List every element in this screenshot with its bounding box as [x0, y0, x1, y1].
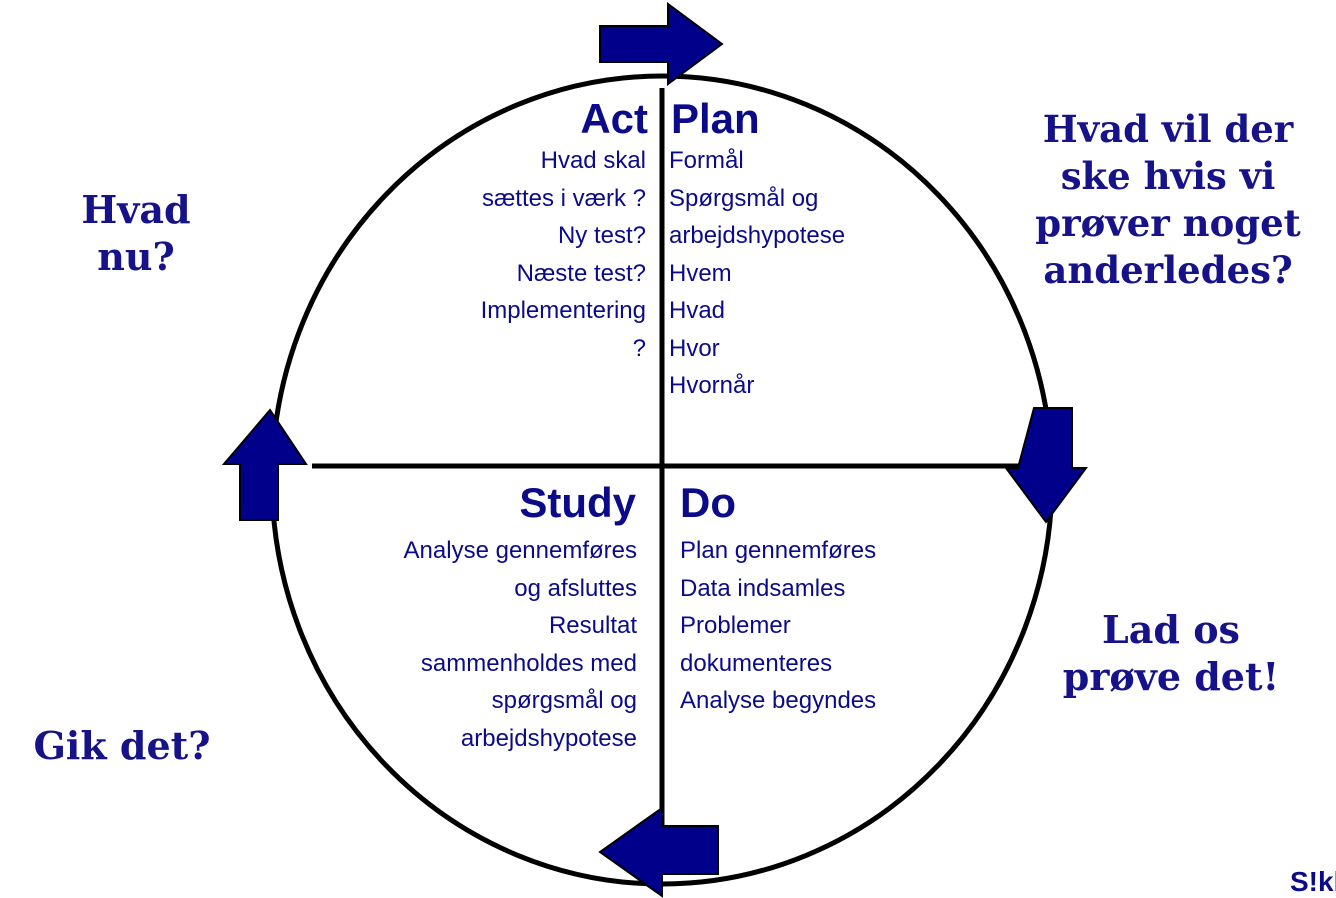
study-title: Study [519, 479, 636, 526]
act-line: Implementering [480, 297, 646, 324]
arrow-down-icon [1004, 407, 1088, 524]
plan-title: Plan [671, 95, 760, 142]
do-title: Do [680, 479, 736, 526]
side-line: prøver noget [1035, 201, 1301, 245]
act-line: Ny test? [557, 222, 646, 249]
plan-line: Hvornår [669, 372, 755, 399]
side-line: Hvad [81, 187, 191, 232]
do-line: Data indsamles [680, 574, 846, 602]
plan-line: Hvad [669, 297, 726, 324]
act-line: sættes i værk ? [481, 184, 646, 212]
side-line: prøve det! [1062, 654, 1280, 699]
arrow-right-icon [599, 2, 724, 86]
arrow-left-icon [598, 806, 719, 898]
act-line: Hvad skal [540, 147, 646, 174]
side-line: nu? [97, 234, 175, 279]
study-line: og afsluttes [514, 574, 637, 602]
side-question-lad-os: Lad os prøve det! [1046, 606, 1296, 700]
side-line: Lad os [1102, 607, 1240, 652]
side-line: Hvad vil der [1042, 107, 1294, 151]
act-line: ? [632, 334, 646, 362]
study-line: Resultat [548, 612, 637, 639]
do-line: dokumenteres [680, 649, 833, 677]
plan-line: Spørgsmål og [669, 184, 819, 212]
do-line: Analyse begyndes [680, 687, 877, 714]
plan-line: Hvor [669, 334, 720, 362]
plan-line: arbejdshypotese [669, 222, 846, 249]
do-list: Plan gennemføres Data indsamles Probleme… [680, 532, 876, 720]
side-question-gik-det: Gik det? [2, 722, 242, 769]
side-line: ske hvis vi [1060, 154, 1276, 198]
study-line: spørgsmål og [491, 687, 637, 714]
plan-line: Formål [669, 147, 744, 174]
do-line: Plan gennemføres [680, 537, 877, 564]
study-line: sammenholdes med [420, 649, 637, 677]
study-line: arbejdshypotese [460, 724, 637, 752]
study-list: Analyse gennemføres og afsluttes Resulta… [404, 532, 637, 757]
plan-line: Hvem [669, 259, 732, 287]
study-line: Analyse gennemføres [403, 537, 637, 564]
arrow-up-icon [221, 408, 308, 521]
do-line: Problemer [680, 612, 791, 639]
side-line: anderledes? [1043, 248, 1293, 292]
act-list: Hvad skal sættes i værk ? Ny test? Næste… [481, 142, 646, 367]
plan-list: Formål Spørgsmål og arbejdshypotese Hvem… [669, 142, 845, 405]
side-line: Gik det? [33, 723, 211, 768]
side-question-hvad-vil: Hvad vil der ske hvis vi prøver noget an… [1000, 106, 1336, 294]
act-title: Act [580, 95, 648, 142]
logo: S!kke [1290, 866, 1336, 897]
side-question-hvad-nu: Hvad nu? [56, 186, 216, 280]
act-line: Næste test? [516, 259, 646, 287]
